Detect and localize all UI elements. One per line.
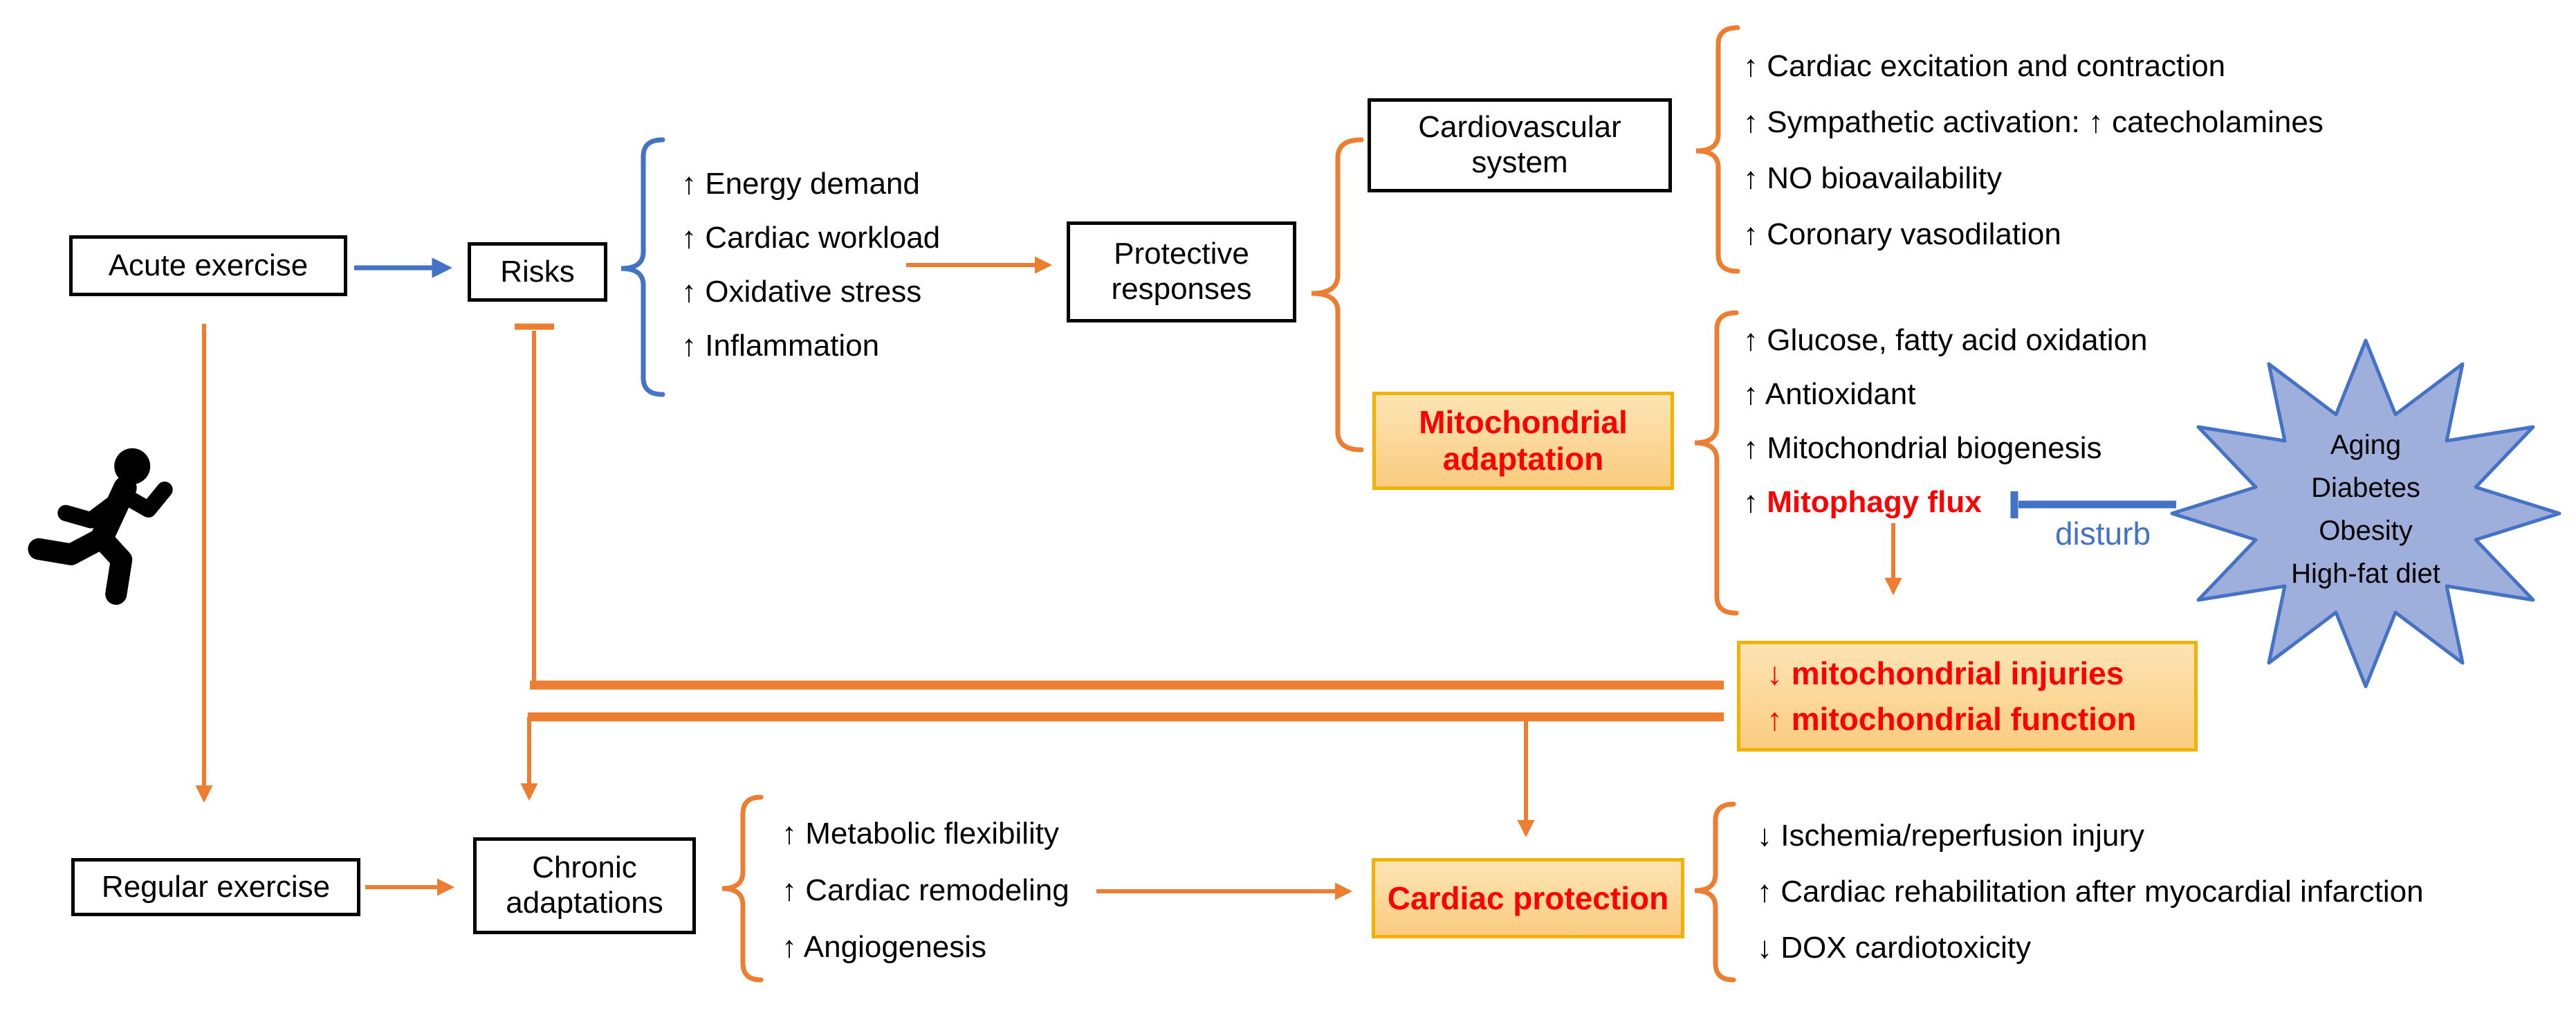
list-item: ↑ Glucose, fatty acid oxidation — [1743, 323, 2148, 357]
disturb-label: disturb — [2054, 516, 2151, 552]
mitophagy-arrow: ↑ — [1743, 485, 1767, 519]
brace-chronic-list — [721, 794, 764, 983]
starburst-line: High-fat diet — [2291, 558, 2440, 589]
list-item: ↑ Cardiac remodeling — [782, 873, 1069, 907]
list-acute-risks: ↑ Energy demand ↑ Cardiac workload ↑ Oxi… — [681, 166, 940, 364]
node-protective-responses: Protective responses — [1067, 221, 1296, 322]
list-item: ↑ Energy demand — [681, 167, 920, 201]
list-item: ↑ Oxidative stress — [681, 275, 922, 309]
list-chronic-effects: ↑ Metabolic flexibility ↑ Cardiac remode… — [782, 816, 1069, 965]
list-item: ↑ NO bioavailability — [1743, 161, 2003, 195]
list-item: ↑ Sympathetic activation: ↑ catecholamin… — [1743, 105, 2324, 139]
outcome-line-injuries: ↓ mitochondrial injuries — [1767, 655, 2124, 691]
brace-mitochondrial-list — [1694, 310, 1739, 616]
starburst-shape — [2170, 338, 2561, 689]
list-item-mitophagy: ↑ Mitophagy flux — [1743, 484, 2148, 520]
brace-cardiovascular-list — [1695, 25, 1740, 274]
node-mitochondrial-outcome: ↓ mitochondrial injuries ↑ mitochondrial… — [1737, 641, 2198, 752]
node-risks: Risks — [468, 242, 607, 302]
list-protection-outcomes: ↓ Ischemia/reperfusion injury ↑ Cardiac … — [1757, 818, 2424, 966]
runner-icon — [28, 448, 173, 605]
line-outcome-to-chronic — [520, 712, 1724, 801]
list-item: ↑ Cardiac rehabilitation after myocardia… — [1757, 875, 2424, 909]
list-item: ↑ Angiogenesis — [782, 930, 986, 964]
starburst-line: Obesity — [2319, 516, 2413, 546]
list-item: ↑ Coronary vasodilation — [1743, 217, 2061, 251]
inhibitor-starburst-to-mitophagy — [2010, 491, 2176, 518]
list-item: ↑ Cardiac workload — [681, 221, 941, 255]
node-acute-exercise: Acute exercise — [69, 235, 347, 296]
node-mitochondrial-adaptation: Mitochondrial adaptation — [1372, 392, 1674, 490]
brace-risks-list — [620, 137, 665, 397]
starburst-risk-factors: Aging Diabetes Obesity High-fat diet — [2234, 424, 2497, 595]
list-mitochondrial-effects: ↑ Glucose, fatty acid oxidation ↑ Antiox… — [1743, 322, 2148, 520]
starburst-line: Diabetes — [2311, 473, 2420, 503]
brace-protective-split — [1311, 137, 1364, 453]
brace-protection-list — [1694, 801, 1736, 983]
outcome-line-function: ↑ mitochondrial function — [1767, 701, 2137, 737]
starburst-line: Aging — [2330, 430, 2402, 460]
mitophagy-label: Mitophagy flux — [1767, 485, 1982, 519]
list-item: ↑ Cardiac excitation and contraction — [1743, 49, 2226, 83]
inhibitor-outcome-to-risks — [515, 323, 1724, 690]
node-cardiovascular-system: Cardiovascular system — [1368, 98, 1672, 192]
list-cardiovascular-effects: ↑ Cardiac excitation and contraction ↑ S… — [1743, 48, 2324, 253]
list-item: ↓ DOX cardiotoxicity — [1757, 931, 2032, 965]
list-item: ↓ Ischemia/reperfusion injury — [1757, 819, 2145, 853]
node-chronic-adaptations: Chronic adaptations — [473, 837, 696, 934]
list-item: ↑ Metabolic flexibility — [782, 817, 1060, 850]
node-regular-exercise: Regular exercise — [71, 858, 360, 916]
node-cardiac-protection: Cardiac protection — [1372, 858, 1684, 938]
list-item: ↑ Inflammation — [681, 329, 880, 363]
list-item: ↑ Antioxidant — [1743, 377, 1916, 411]
list-item: ↑ Mitochondrial biogenesis — [1743, 431, 2102, 465]
